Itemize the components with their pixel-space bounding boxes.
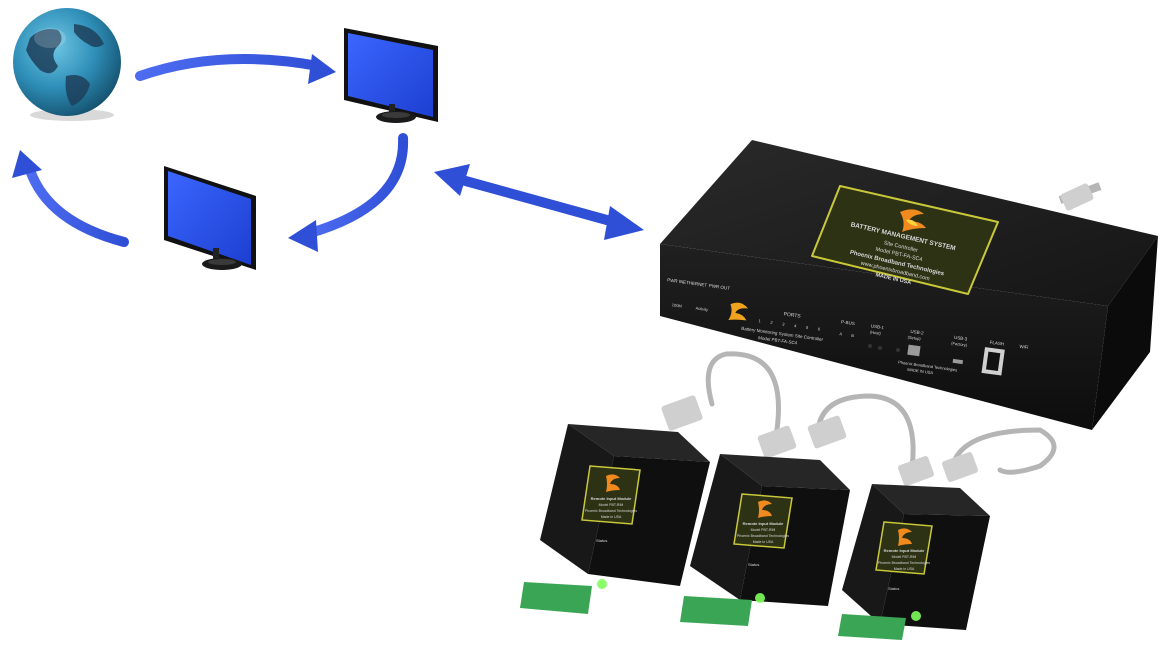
module-cables: [705, 351, 1057, 475]
module-title: Remote Input Module: [884, 548, 925, 553]
flow-arrow-monitor-to-globe: [12, 150, 129, 247]
port-number: 6: [818, 326, 822, 331]
port-number: 1: [758, 318, 762, 323]
pwr-in-label: PWR IN: [667, 277, 684, 284]
port-number-list: 1 2 3 4 5 6: [758, 318, 821, 332]
usb3-sub-label: (Factory): [951, 340, 968, 347]
port-number: 3: [782, 321, 786, 326]
flash-label: FLASH: [989, 340, 1004, 347]
flow-arrow-monitor-to-monitor: [288, 133, 409, 252]
pbus-b-label: B: [851, 333, 855, 338]
terminal-block: [680, 596, 752, 626]
rj45-connector: [942, 452, 978, 482]
usb-b-port[interactable]: [907, 344, 921, 357]
module-origin: Made in USA: [753, 540, 774, 544]
module-origin: Made in USA: [894, 567, 915, 571]
status-led: [755, 593, 765, 603]
remote-input-module: Remote Input Module Model PBT-RIM Phoeni…: [520, 395, 797, 614]
module-model: Model PBT-RIM: [892, 555, 917, 559]
usb-micro-port[interactable]: [952, 358, 964, 365]
module-status-label: Status: [596, 538, 607, 543]
usb1-label: USB-1: [871, 323, 885, 330]
rj45-connector: [807, 415, 847, 449]
ethernet-cable: [1058, 182, 1102, 211]
module-maker: Phoenix Broadband Technologies: [737, 534, 789, 538]
ethernet-label: ETHERNET: [683, 280, 708, 288]
phoenix-logo-icon: [606, 474, 620, 492]
status-led: [911, 611, 921, 621]
globe-icon: [13, 8, 121, 121]
module-title: Remote Input Module: [743, 521, 784, 526]
usb3-label: USB-3: [954, 335, 968, 342]
usb2-label: USB-2: [910, 329, 924, 336]
port-number: 5: [806, 325, 810, 330]
rj45-connector: [757, 425, 797, 459]
remote-input-module: Remote Input Module Model PBT-RIM Phoeni…: [680, 415, 934, 626]
bidirectional-arrow: [434, 164, 644, 240]
site-controller: BATTERY MANAGEMENT SYSTEM Site Controlle…: [660, 140, 1158, 430]
status-led: [597, 579, 607, 589]
rj45-connector: [898, 456, 934, 486]
module-status-label: Status: [888, 586, 899, 591]
wifi-label: WiFi: [1019, 344, 1029, 350]
terminal-block: [520, 582, 592, 614]
activity-label: Activity: [695, 305, 708, 312]
remote-input-module: Remote Input Module Model PBT-RIM Phoeni…: [838, 452, 990, 640]
speed-label: 100M: [672, 302, 683, 308]
phoenix-logo-icon: [728, 302, 749, 321]
usb1-sub-label: (Host): [870, 329, 882, 336]
module-model: Model PBT-RIM: [751, 528, 776, 532]
module-status-label: Status: [748, 562, 759, 567]
usb2-sub-label: (Setup): [907, 334, 921, 341]
terminal-block: [838, 614, 906, 640]
module-origin: Made in USA: [601, 515, 622, 519]
panel-origin: MADE IN USA: [907, 367, 934, 376]
phoenix-logo-icon: [898, 528, 912, 546]
phoenix-logo-icon: [758, 500, 772, 518]
phoenix-logo-icon: [900, 209, 926, 232]
module-model: Model PBT-RIM: [599, 503, 624, 507]
monitor-icon: [344, 28, 438, 123]
pbus-a-label: A: [839, 331, 843, 336]
controller-badge: BATTERY MANAGEMENT SYSTEM Site Controlle…: [811, 185, 999, 295]
port-number: 2: [770, 320, 774, 325]
pwr-out-label: PWR OUT: [708, 283, 730, 291]
port-number: 4: [794, 323, 798, 328]
flow-arrow-globe-to-monitor: [135, 54, 336, 84]
rj45-connector: [661, 395, 703, 431]
ports-label: PORTS: [783, 311, 801, 319]
module-maker: Phoenix Broadband Technologies: [878, 561, 930, 565]
monitor-icon: [164, 166, 256, 270]
pbus-label: P-BUS: [841, 319, 855, 326]
module-maker: Phoenix Broadband Technologies: [585, 509, 637, 513]
module-title: Remote Input Module: [591, 496, 632, 501]
controller-model: Model PBT-FA-SC4: [758, 335, 798, 345]
